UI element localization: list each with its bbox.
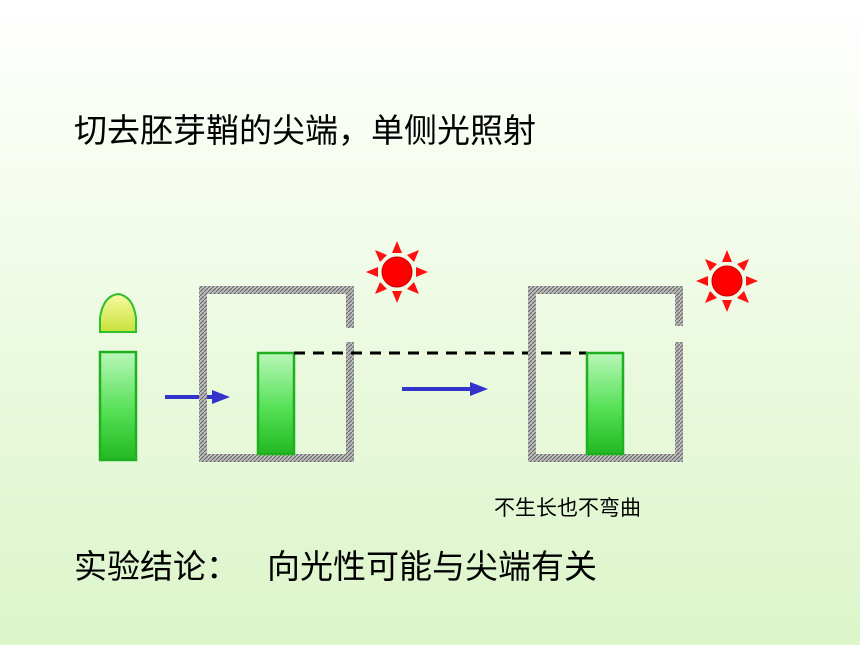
conclusion-label: 实验结论： (74, 547, 239, 586)
coleoptile-stem-box2 (585, 351, 625, 456)
sun-icon (696, 250, 758, 312)
coleoptile-stem-box1 (256, 351, 296, 456)
light-box-1 (199, 286, 354, 462)
conclusion-text: 向光性可能与尖端有关 (267, 547, 597, 586)
coleoptile-tip (99, 292, 137, 333)
result-caption: 不生长也不弯曲 (494, 496, 641, 520)
sun-icon (366, 241, 428, 303)
slide-title: 切去胚芽鞘的尖端，单侧光照射 (74, 111, 536, 150)
arrow-right-icon (165, 390, 230, 404)
arrow-right-icon (402, 382, 488, 396)
coleoptile-stem-left (98, 350, 138, 462)
light-box-2 (528, 286, 683, 462)
conclusion-line: 实验结论： 向光性可能与尖端有关 (74, 540, 597, 588)
